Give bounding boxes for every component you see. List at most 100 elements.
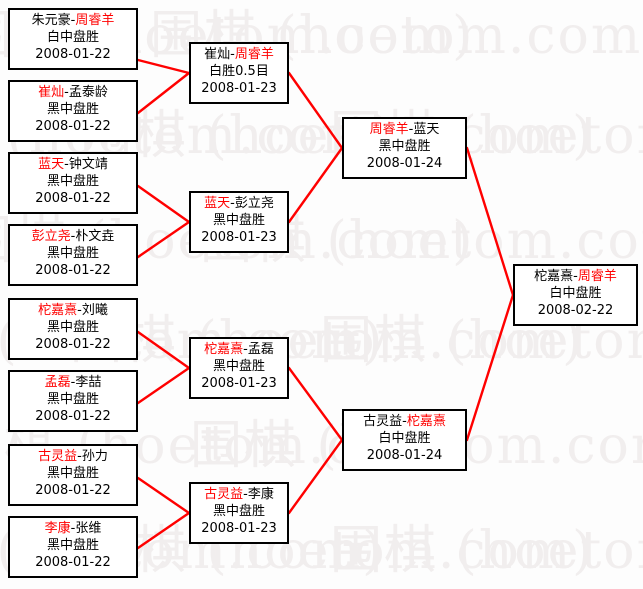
connector-r1m1-r2m1 <box>136 58 191 75</box>
match-result: 黑中盘胜 <box>46 320 99 335</box>
match-box-r1m6[interactable]: 孟磊-李喆 黑中盘胜 2008-01-22 <box>8 370 138 432</box>
player-right: 孟磊 <box>247 342 274 357</box>
vs-dash: - <box>230 196 235 211</box>
player-right: 张维 <box>75 521 102 536</box>
match-players: 崔灿-孟泰龄 <box>10 84 136 101</box>
match-date: 2008-01-22 <box>35 555 111 570</box>
vs-dash: - <box>64 157 69 172</box>
player-right: 柁嘉熹 <box>406 414 446 429</box>
match-date: 2008-01-24 <box>366 156 443 171</box>
match-box-r2m1[interactable]: 崔灿-周睿羊 白胜0.5目 2008-01-23 <box>189 42 289 104</box>
player-right: 蓝天 <box>413 122 440 137</box>
connector-r1m7-r2m4 <box>136 476 191 515</box>
match-players: 周睿羊-蓝天 <box>344 121 465 138</box>
player-left: 古灵益 <box>363 414 403 429</box>
player-right: 刘曦 <box>81 303 108 318</box>
match-date: 2008-01-22 <box>35 119 111 134</box>
connector-r2m4-r3m2 <box>287 438 344 515</box>
match-players: 孟磊-李喆 <box>10 374 136 391</box>
player-left: 崔灿 <box>204 47 231 62</box>
player-right: 李康 <box>247 487 274 502</box>
vs-dash: - <box>573 269 578 284</box>
player-right: 孙力 <box>81 449 108 464</box>
match-box-r2m4[interactable]: 古灵益-李康 黑中盘胜 2008-01-23 <box>189 482 289 544</box>
match-result: 黑中盘胜 <box>46 102 99 117</box>
match-result: 黑中盘胜 <box>378 139 431 154</box>
vs-dash: - <box>243 342 248 357</box>
vs-dash: - <box>230 47 235 62</box>
match-players: 柁嘉熹-刘曦 <box>10 302 136 319</box>
match-box-r1m2[interactable]: 崔灿-孟泰龄 黑中盘胜 2008-01-22 <box>8 80 138 142</box>
match-result: 黑中盘胜 <box>46 392 99 407</box>
player-left: 彭立尧 <box>31 229 71 244</box>
match-box-r2m2[interactable]: 蓝天-彭立尧 黑中盘胜 2008-01-23 <box>189 191 289 253</box>
match-players: 古灵益-孙力 <box>10 448 136 465</box>
player-right: 周睿羊 <box>577 269 617 284</box>
match-date: 2008-01-23 <box>201 81 277 96</box>
connector-r1m3-r2m2 <box>136 184 191 224</box>
watermark-text: 围棋 (hoetom.com) <box>70 311 585 371</box>
watermark-text: 围棋 (hoetom.com) <box>80 521 595 581</box>
player-left: 柁嘉熹 <box>38 303 78 318</box>
connector-r3m1-r4m1 <box>465 146 515 297</box>
watermark-text: 围棋 (hoetom.com) <box>80 106 595 166</box>
match-date: 2008-01-22 <box>35 483 111 498</box>
match-date: 2008-01-22 <box>35 47 111 62</box>
match-box-r3m2[interactable]: 古灵益-柁嘉熹 白中盘胜 2008-01-24 <box>342 409 467 471</box>
match-box-r3m1[interactable]: 周睿羊-蓝天 黑中盘胜 2008-01-24 <box>342 117 467 179</box>
match-date: 2008-02-22 <box>537 303 614 318</box>
match-box-r4m1-final[interactable]: 柁嘉熹-周睿羊 白中盘胜 2008-02-22 <box>513 264 638 326</box>
player-right: 李喆 <box>75 375 102 390</box>
connector-r1m6-r2m3 <box>136 366 191 405</box>
match-date: 2008-01-23 <box>201 521 277 536</box>
player-left: 蓝天 <box>38 157 65 172</box>
vs-dash: - <box>402 414 407 429</box>
match-result: 黑中盘胜 <box>46 174 99 189</box>
match-date: 2008-01-22 <box>35 337 111 352</box>
player-left: 孟磊 <box>44 375 71 390</box>
match-date: 2008-01-23 <box>201 376 277 391</box>
connector-r1m8-r2m4 <box>136 511 191 550</box>
player-right: 彭立尧 <box>234 196 274 211</box>
match-players: 柁嘉熹-孟磊 <box>191 341 287 358</box>
match-box-r1m8[interactable]: 李康-张维 黑中盘胜 2008-01-22 <box>8 516 138 578</box>
connector-r1m5-r2m3 <box>136 330 191 370</box>
player-left: 朱元豪 <box>31 13 71 28</box>
match-result: 黑中盘胜 <box>212 504 265 519</box>
match-box-r1m7[interactable]: 古灵益-孙力 黑中盘胜 2008-01-22 <box>8 444 138 506</box>
connector-r3m2-r4m1 <box>465 293 515 442</box>
match-box-r1m1[interactable]: 朱元豪-周睿羊 白中盘胜 2008-01-22 <box>8 8 138 70</box>
connector-r1m4-r2m2 <box>136 220 191 259</box>
vs-dash: - <box>77 303 82 318</box>
player-left: 柁嘉熹 <box>204 342 244 357</box>
match-box-r1m4[interactable]: 彭立尧-朴文垚 黑中盘胜 2008-01-22 <box>8 224 138 286</box>
player-left: 周睿羊 <box>369 122 409 137</box>
player-left: 古灵益 <box>204 487 244 502</box>
match-date: 2008-01-23 <box>201 230 277 245</box>
player-left: 古灵益 <box>38 449 78 464</box>
match-box-r2m3[interactable]: 柁嘉熹-孟磊 黑中盘胜 2008-01-23 <box>189 337 289 399</box>
player-right: 周睿羊 <box>75 13 115 28</box>
player-left: 柁嘉熹 <box>534 269 574 284</box>
vs-dash: - <box>64 85 69 100</box>
connector-r2m3-r3m2 <box>287 366 344 442</box>
connector-r2m2-r3m1 <box>287 146 344 224</box>
vs-dash: - <box>70 375 76 390</box>
match-box-r1m3[interactable]: 蓝天-钟文靖 黑中盘胜 2008-01-22 <box>8 152 138 214</box>
player-left: 蓝天 <box>204 196 231 211</box>
match-players: 李康-张维 <box>10 520 136 537</box>
player-left: 李康 <box>44 521 71 536</box>
match-box-r1m5[interactable]: 柁嘉熹-刘曦 黑中盘胜 2008-01-22 <box>8 298 138 360</box>
vs-dash: - <box>77 449 82 464</box>
match-players: 古灵益-柁嘉熹 <box>344 413 465 430</box>
player-right: 周睿羊 <box>234 47 274 62</box>
match-date: 2008-01-22 <box>35 409 111 424</box>
vs-dash: - <box>408 122 414 137</box>
match-result: 黑中盘胜 <box>212 359 265 374</box>
vs-dash: - <box>243 487 248 502</box>
player-right: 朴文垚 <box>75 229 115 244</box>
match-players: 柁嘉熹-周睿羊 <box>515 268 636 285</box>
watermark-text: 围棋 (hoetom.com) <box>330 521 643 581</box>
match-players: 蓝天-彭立尧 <box>191 195 287 212</box>
